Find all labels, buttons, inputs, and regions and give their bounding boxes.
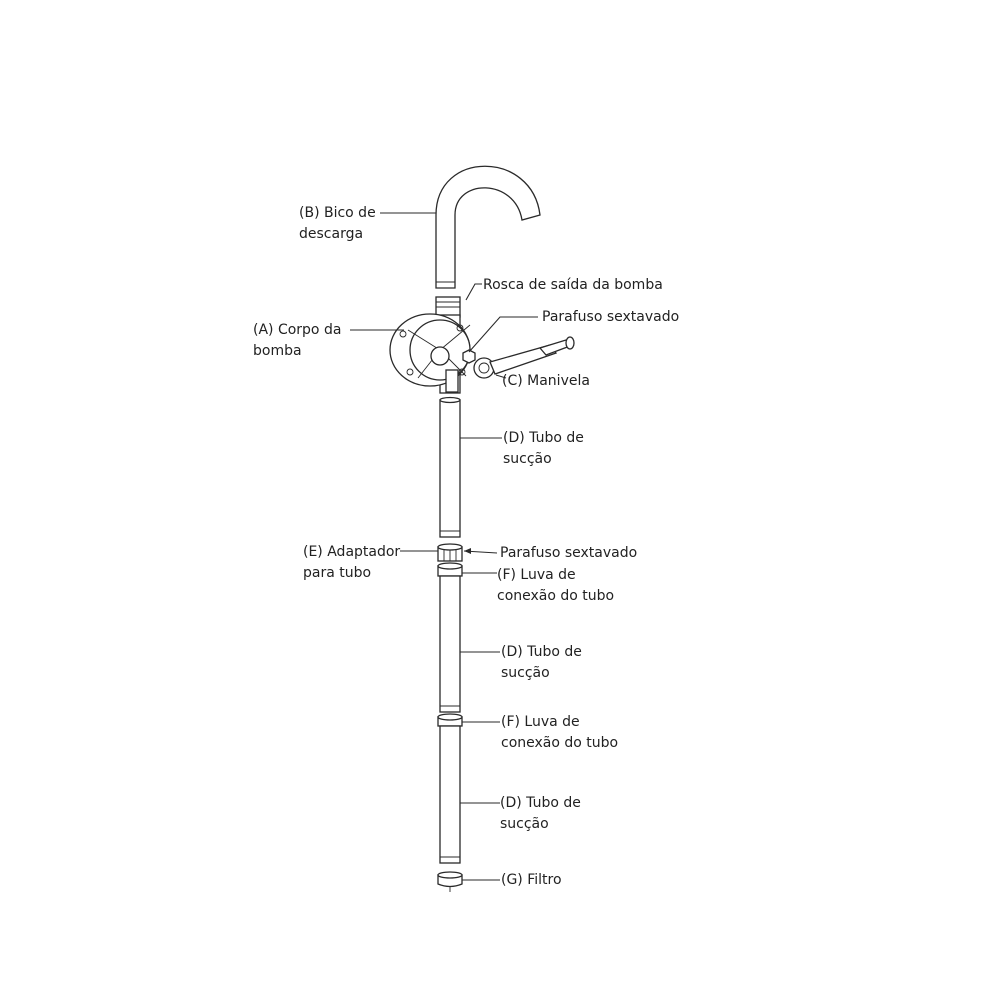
label-line: (F) Luva de bbox=[497, 567, 576, 583]
pump-body bbox=[389, 313, 471, 394]
label-line: sucção bbox=[503, 451, 552, 467]
label-line: (C) Manivela bbox=[502, 373, 590, 389]
crank-handle bbox=[473, 336, 575, 379]
label-line: descarga bbox=[299, 226, 364, 242]
label-tube-adapter: (E) Adaptador para tubo bbox=[303, 542, 400, 584]
label-line: Rosca de saída da bomba bbox=[483, 277, 663, 293]
label-connection-sleeve-2: (F) Luva de conexão do tubo bbox=[501, 712, 618, 754]
label-line: conexão do tubo bbox=[501, 735, 619, 751]
label-line: sucção bbox=[501, 665, 550, 681]
suction-tube-1 bbox=[439, 396, 461, 538]
suction-tube-3 bbox=[439, 725, 461, 864]
label-pump-body: (A) Corpo da bomba bbox=[253, 320, 341, 362]
label-line: (D) Tubo de bbox=[501, 644, 582, 660]
leader-lines bbox=[350, 212, 538, 881]
label-suction-tube-2: (D) Tubo de sucção bbox=[501, 642, 582, 684]
label-line: Parafuso sextavado bbox=[500, 545, 638, 561]
label-suction-tube-1: (D) Tubo de sucção bbox=[503, 428, 584, 470]
label-line: para tubo bbox=[303, 565, 372, 581]
label-hex-screw-adapter: Parafuso sextavado bbox=[500, 543, 637, 564]
label-connection-sleeve-1: (F) Luva de conexão do tubo bbox=[497, 565, 614, 607]
label-line: (G) Filtro bbox=[501, 872, 562, 888]
label-line: (D) Tubo de bbox=[503, 430, 584, 446]
label-line: (F) Luva de bbox=[501, 714, 580, 730]
connection-sleeve-1 bbox=[437, 562, 463, 577]
label-line: (B) Bico de bbox=[299, 205, 376, 221]
label-line: sucção bbox=[500, 816, 549, 832]
filter bbox=[437, 871, 463, 892]
label-crank: (C) Manivela bbox=[502, 371, 590, 392]
outlet-thread bbox=[435, 296, 461, 318]
label-hex-screw-top: Parafuso sextavado bbox=[542, 307, 679, 328]
label-line: (D) Tubo de bbox=[500, 795, 581, 811]
label-line: (A) Corpo da bbox=[253, 322, 342, 338]
label-line: Parafuso sextavado bbox=[542, 309, 680, 325]
suction-tube-2 bbox=[439, 575, 461, 713]
hex-screw-pump bbox=[462, 349, 476, 364]
label-outlet-thread: Rosca de saída da bomba bbox=[483, 275, 663, 296]
label-line: conexão do tubo bbox=[497, 588, 615, 604]
label-suction-tube-3: (D) Tubo de sucção bbox=[500, 793, 581, 835]
label-filter: (G) Filtro bbox=[501, 870, 562, 891]
discharge-spout bbox=[435, 165, 541, 289]
tube-adapter bbox=[437, 543, 463, 562]
connection-sleeve-2 bbox=[437, 713, 463, 727]
label-line: bomba bbox=[253, 343, 302, 359]
label-line: (E) Adaptador bbox=[303, 544, 401, 560]
label-discharge-spout: (B) Bico de descarga bbox=[299, 203, 376, 245]
